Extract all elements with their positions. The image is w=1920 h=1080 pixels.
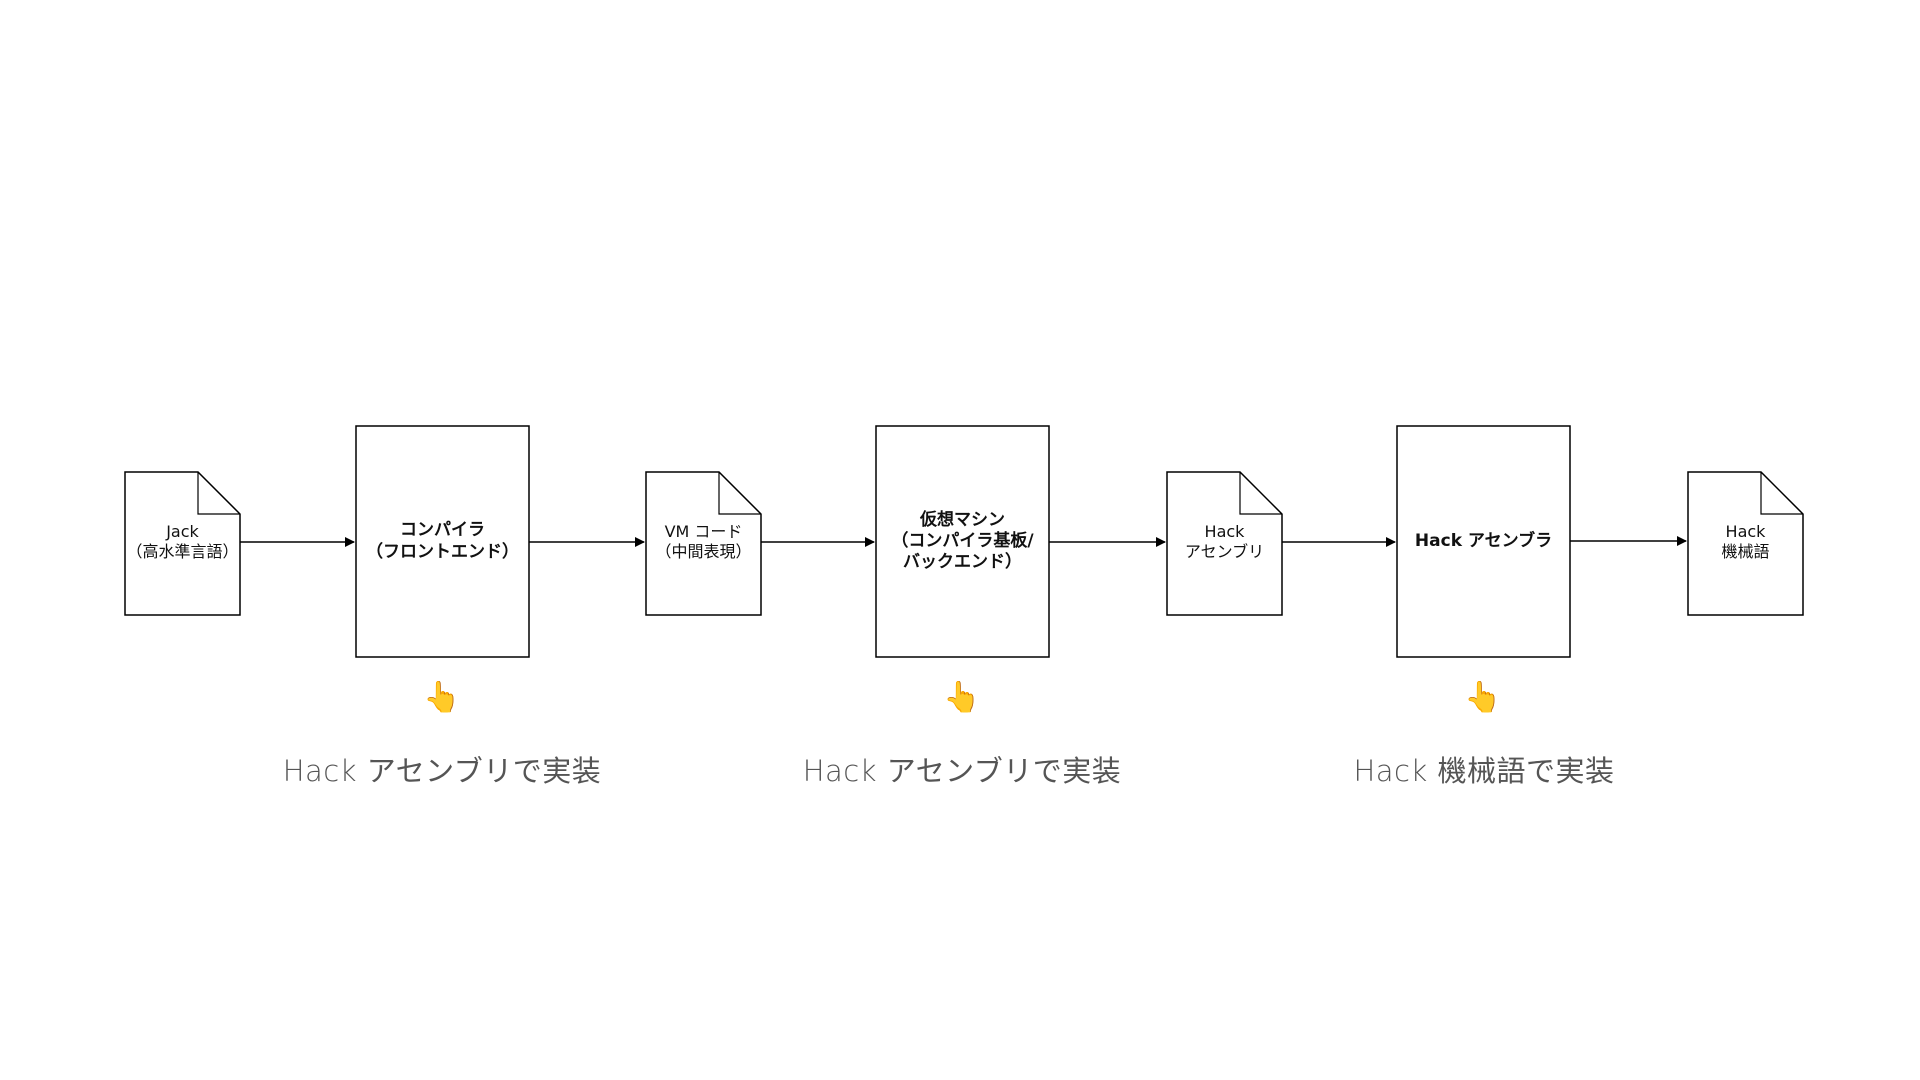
pointing-hand-icon: 👆 (1464, 680, 1502, 715)
doc-vm-shape (645, 471, 762, 616)
compiler-line2: （フロントエンド） (366, 541, 519, 562)
doc-vm-label: VM コード （中間表現） (646, 514, 761, 570)
doc-asm-line2: アセンブリ (1184, 542, 1265, 561)
box-vm-translator (875, 425, 1050, 658)
doc-jack-line1: Jack (166, 522, 199, 541)
impl-caption-assembler: Hack 機械語で実装 (1353, 754, 1615, 788)
doc-jack-fold (197, 472, 240, 515)
doc-asm-label: Hack アセンブリ (1167, 514, 1282, 570)
impl-caption-vm-translator: Hack アセンブリで実装 (802, 754, 1122, 788)
box-assembler (1396, 425, 1571, 658)
box-compiler (355, 425, 530, 658)
vm-translator-line2: （コンパイラ基板/ (891, 530, 1034, 551)
box-vm-translator-label: 仮想マシン （コンパイラ基板/ バックエンド） (876, 426, 1049, 657)
doc-machine-label: Hack 機械語 (1688, 514, 1803, 570)
doc-machine-line1: Hack (1725, 522, 1766, 541)
pointing-hand-icon: 👆 (423, 680, 461, 715)
doc-machine-shape (1687, 471, 1804, 616)
assembler-line1: Hack アセンブラ (1414, 530, 1553, 551)
box-assembler-label: Hack アセンブラ (1397, 426, 1570, 657)
doc-machine-line2: 機械語 (1721, 542, 1770, 561)
vm-translator-line1: 仮想マシン (920, 509, 1005, 530)
doc-asm-line1: Hack (1204, 522, 1245, 541)
vm-translator-line3: バックエンド） (903, 552, 1022, 573)
doc-asm-shape (1166, 471, 1283, 616)
compiler-line1: コンパイラ (400, 520, 485, 541)
doc-asm-fold (1239, 472, 1282, 515)
doc-vm-fold (718, 472, 761, 515)
doc-vm-line1: VM コード (664, 522, 743, 541)
pointing-hand-icon: 👆 (943, 680, 981, 715)
doc-jack-shape (124, 471, 241, 616)
doc-jack-label: Jack （高水準言語） (125, 514, 240, 570)
doc-machine-fold (1760, 472, 1803, 515)
impl-caption-compiler: Hack アセンブリで実装 (282, 754, 602, 788)
doc-vm-line2: （中間表現） (655, 542, 752, 561)
box-compiler-label: コンパイラ （フロントエンド） (356, 426, 529, 657)
doc-jack-line2: （高水準言語） (126, 542, 239, 561)
